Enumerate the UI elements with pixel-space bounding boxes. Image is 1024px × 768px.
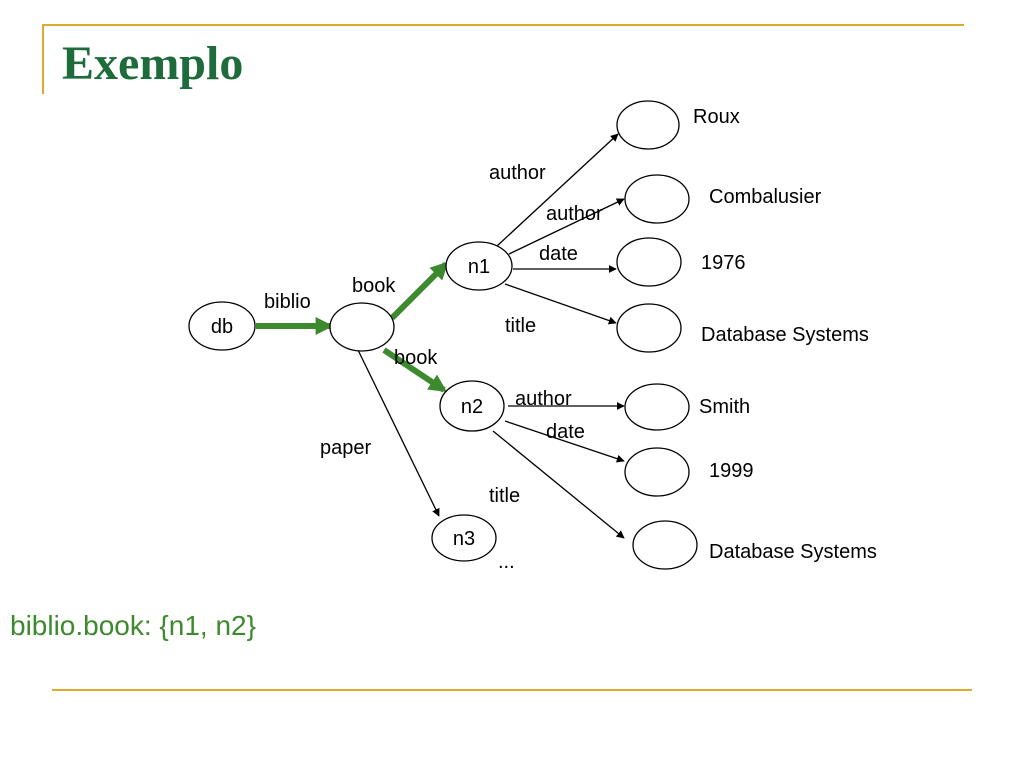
edge-author-combalusier (508, 198, 625, 255)
value-smith: Smith (699, 396, 750, 418)
node-n2: n2 (439, 380, 505, 432)
node-title-1 (616, 303, 682, 353)
edge-label-paper: paper (320, 437, 371, 459)
bottom-frame-rule (52, 689, 972, 691)
node-n1: n1 (445, 241, 513, 291)
value-roux: Roux (693, 106, 740, 128)
node-1999 (624, 447, 690, 497)
edge-book-n2 (382, 347, 447, 393)
node-n3: n3 (431, 514, 497, 562)
edge-label-author-roux: author (489, 162, 546, 184)
value-combalusier: Combalusier (709, 186, 822, 208)
node-n1-label: n1 (468, 256, 490, 278)
value-title-2: Database Systems (709, 541, 877, 563)
left-frame-rule (42, 24, 44, 94)
edge-label-book-n1: book (352, 275, 396, 297)
edge-date-1999 (504, 420, 625, 463)
edge-title-1 (504, 283, 617, 325)
edge-label-book-n2: book (394, 347, 438, 369)
edge-title-2 (492, 430, 625, 539)
value-1999: 1999 (709, 460, 754, 482)
edge-label-date-1976: date (539, 243, 578, 265)
edge-label-biblio: biblio (264, 291, 311, 313)
node-combalusier (624, 174, 690, 224)
node-root (329, 302, 395, 352)
node-title-2 (632, 520, 698, 570)
value-1976: 1976 (701, 252, 746, 274)
edge-label-title-1: title (505, 315, 536, 337)
slide-title: Exemplo (62, 37, 244, 90)
top-frame-rule (42, 24, 964, 26)
edge-label-date-1999: date (546, 421, 585, 443)
node-db-label: db (211, 316, 233, 338)
edge-label-author-smith: author (515, 388, 572, 410)
node-n3-label: n3 (453, 528, 475, 550)
edge-label-title-2: title (489, 485, 520, 507)
node-db: db (188, 301, 256, 351)
edge-label-author-combalusier: author (546, 203, 603, 225)
value-title-1: Database Systems (701, 324, 869, 346)
node-1976 (616, 237, 682, 287)
edge-author-roux (496, 133, 619, 247)
node-n2-label: n2 (461, 396, 483, 418)
node-roux (616, 100, 680, 150)
edge-book-n1 (389, 261, 449, 321)
node-smith (624, 383, 690, 431)
query-result-text: biblio.book: {n1, n2} (10, 610, 256, 641)
ellipsis: ... (498, 551, 515, 573)
edge-paper (357, 349, 440, 517)
